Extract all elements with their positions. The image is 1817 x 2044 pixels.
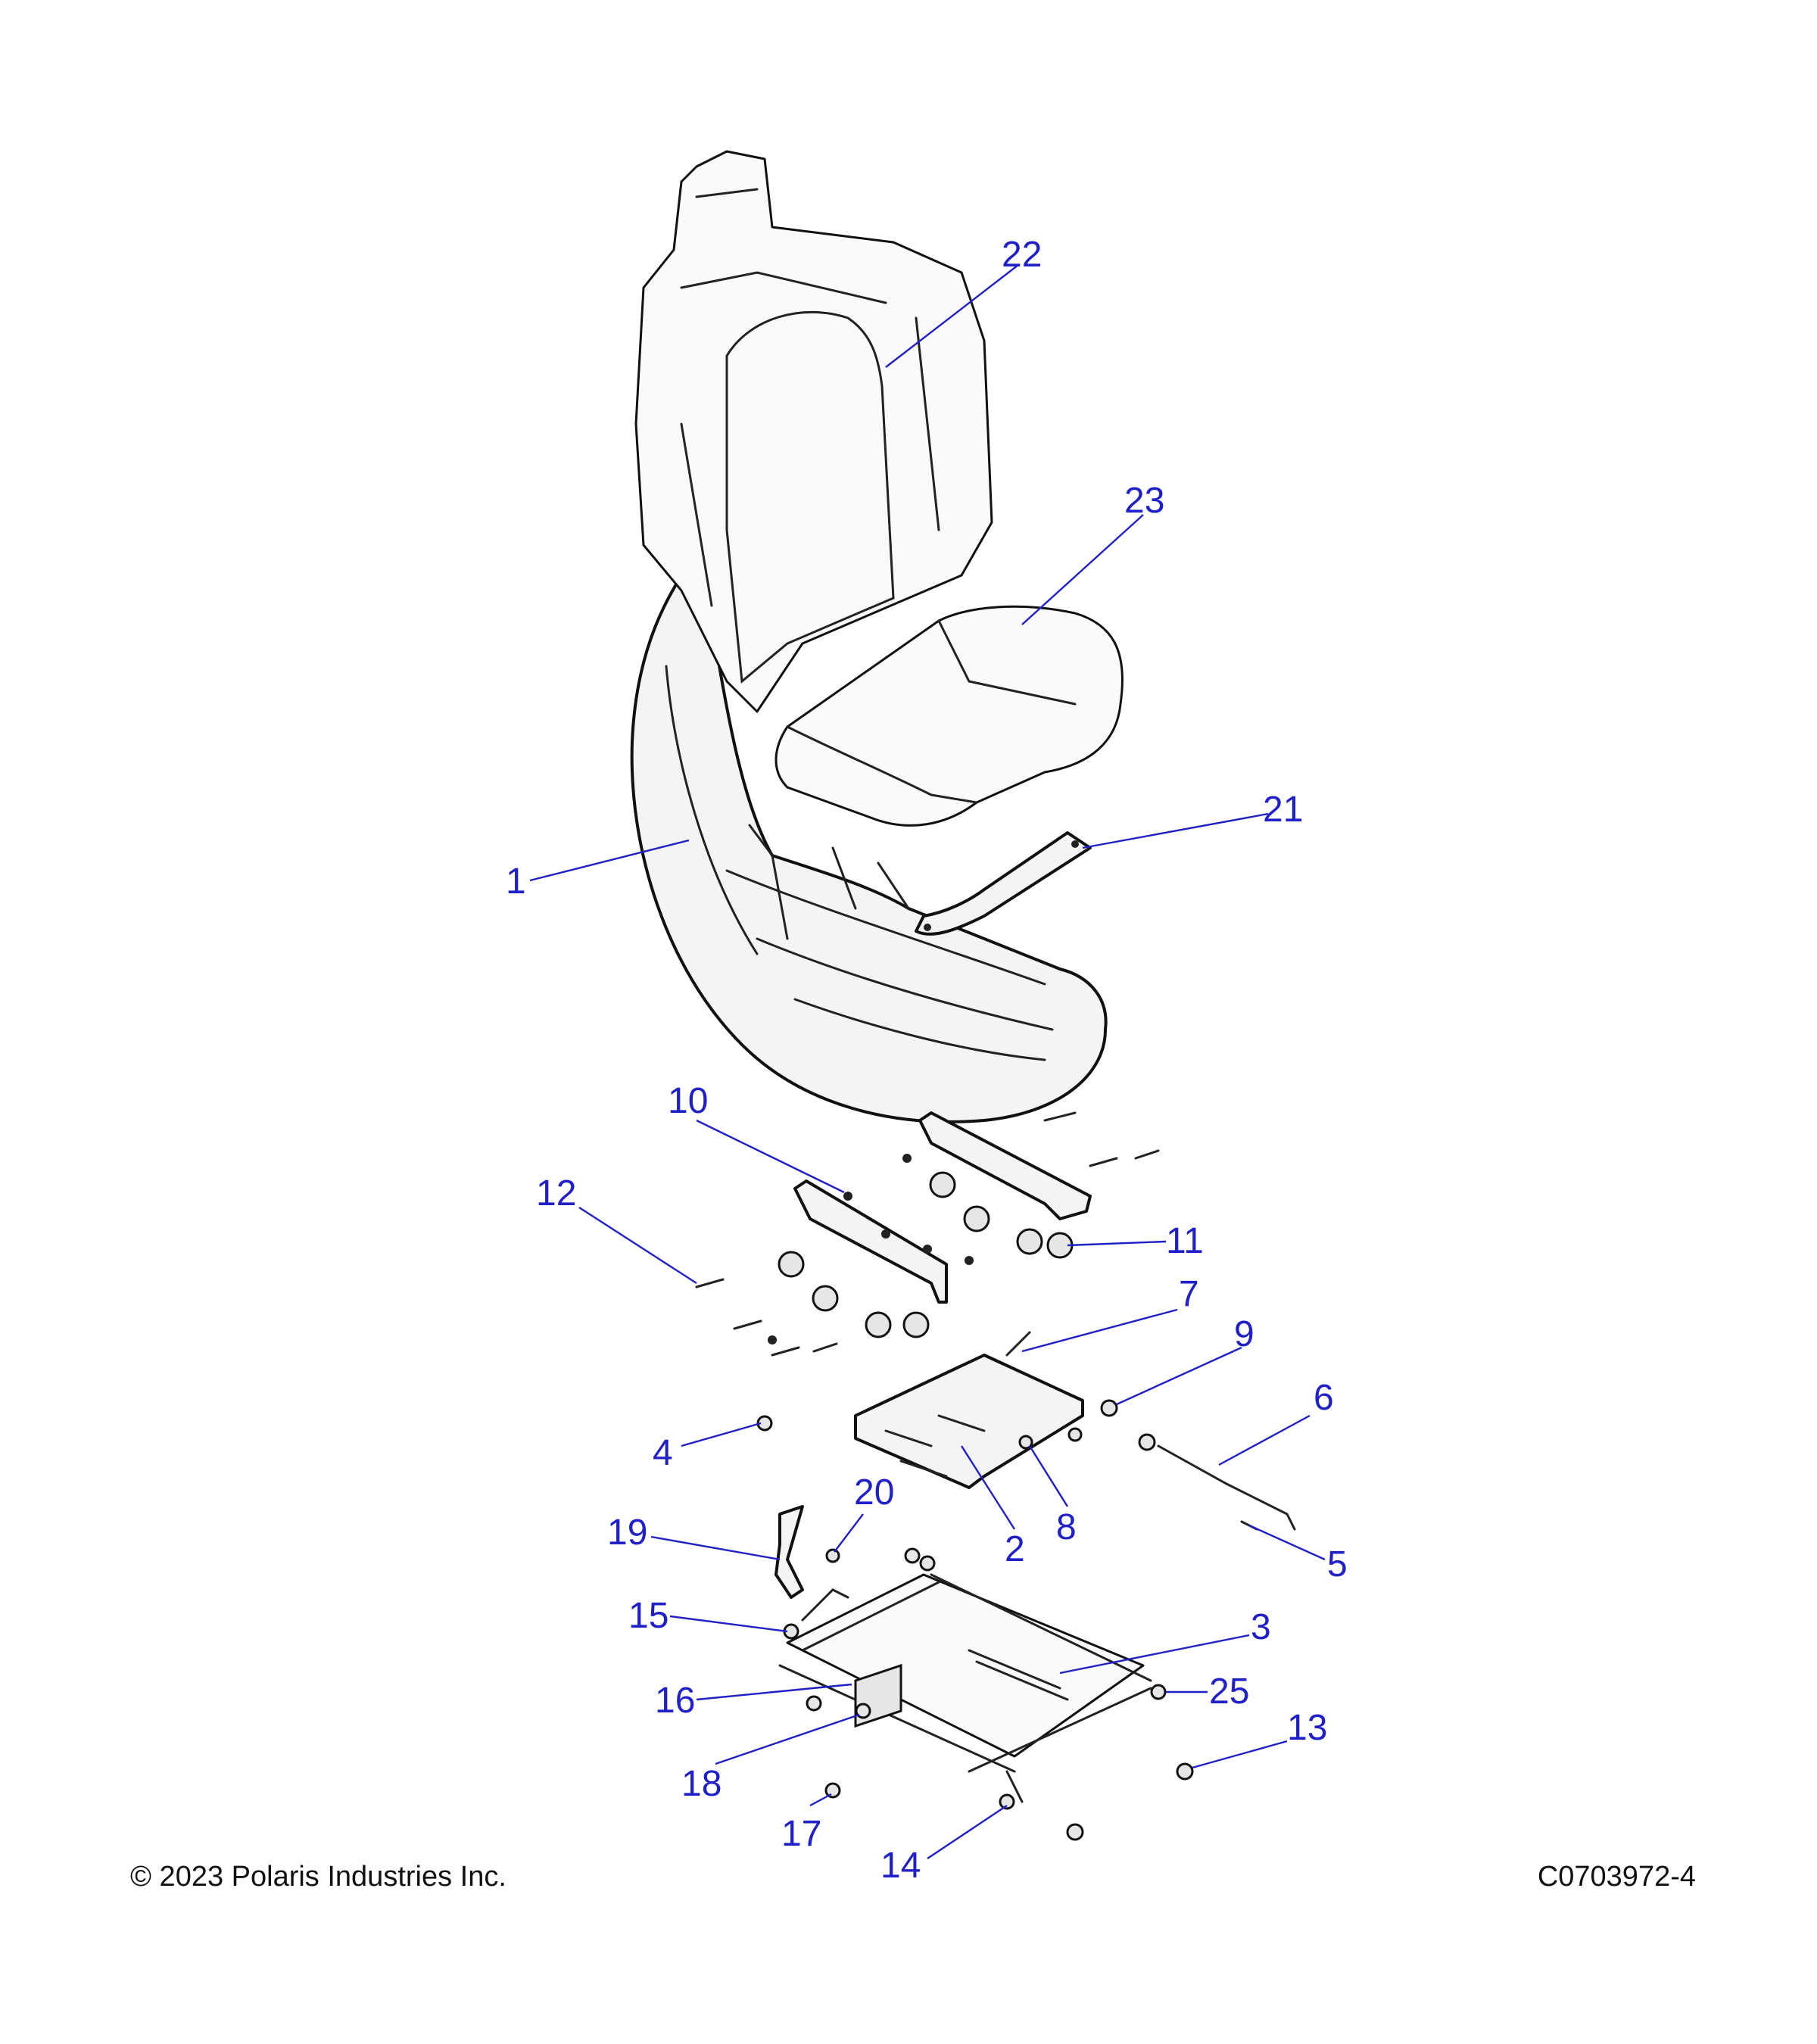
leader-10 — [696, 1119, 845, 1194]
slide-frame — [778, 1573, 1152, 1803]
bolts — [695, 1111, 1160, 1357]
leader-8 — [1028, 1445, 1069, 1507]
leader-9 — [1116, 1346, 1242, 1406]
leader-7 — [1021, 1308, 1178, 1353]
callout-1: 1 — [506, 862, 526, 902]
leader-4 — [681, 1422, 762, 1447]
leader-2 — [960, 1445, 1016, 1530]
leader-15 — [669, 1615, 788, 1633]
callout-9: 9 — [1234, 1314, 1254, 1354]
callout-2: 2 — [1005, 1529, 1025, 1569]
callout-leaders — [529, 264, 1326, 1859]
callout-15: 15 — [628, 1596, 669, 1636]
seat-shell — [630, 544, 1108, 1123]
seat-bracket — [915, 831, 1092, 936]
callout-20: 20 — [854, 1472, 894, 1513]
callout-7: 7 — [1179, 1274, 1199, 1314]
leader-3 — [1059, 1634, 1250, 1675]
callout-22: 22 — [1002, 235, 1042, 275]
copyright-notice: © 2023 Polaris Industries Inc. — [130, 1861, 506, 1893]
leader-13 — [1192, 1740, 1288, 1769]
callout-8: 8 — [1056, 1507, 1077, 1547]
seat-cushion — [774, 605, 1124, 827]
callout-3: 3 — [1251, 1607, 1271, 1647]
callout-18: 18 — [681, 1764, 722, 1804]
backrest-cushion — [634, 150, 993, 713]
callout-10: 10 — [668, 1081, 708, 1121]
callout-21: 21 — [1263, 790, 1303, 830]
slider-plate — [854, 1331, 1084, 1489]
leader-12 — [578, 1206, 697, 1285]
leader-20 — [834, 1513, 864, 1553]
leader-19 — [650, 1535, 781, 1561]
callout-14: 14 — [880, 1846, 921, 1886]
leader-17 — [809, 1793, 832, 1807]
leader-18 — [715, 1713, 860, 1765]
callout-labels: 1 2 3 4 5 6 7 8 9 10 11 12 13 14 15 16 1… — [506, 235, 1348, 1886]
leader-5 — [1248, 1524, 1326, 1561]
leader-11 — [1067, 1240, 1167, 1247]
leader-6 — [1218, 1414, 1311, 1466]
spacers — [778, 1171, 1074, 1338]
callout-13: 13 — [1287, 1708, 1327, 1748]
callout-12: 12 — [536, 1173, 576, 1214]
callout-17: 17 — [781, 1814, 821, 1854]
leader-23 — [1021, 514, 1144, 625]
small-hardware — [756, 1399, 1194, 1841]
callout-5: 5 — [1327, 1544, 1348, 1584]
leader-1 — [529, 839, 690, 882]
callout-16: 16 — [655, 1681, 695, 1721]
callout-11: 11 — [1166, 1221, 1204, 1261]
release-handle — [774, 1433, 1296, 1622]
drawing-number: C0703972-4 — [1537, 1861, 1696, 1893]
callout-25: 25 — [1209, 1672, 1249, 1712]
callout-23: 23 — [1124, 481, 1164, 521]
leader-14 — [927, 1805, 1008, 1859]
callout-19: 19 — [607, 1513, 647, 1553]
seat-rails — [793, 1111, 1092, 1304]
callout-6: 6 — [1314, 1378, 1334, 1418]
leader-16 — [696, 1683, 852, 1701]
leader-22 — [885, 264, 1019, 368]
nuts — [768, 1154, 974, 1344]
leader-21 — [1082, 812, 1269, 849]
callout-4: 4 — [653, 1433, 673, 1473]
